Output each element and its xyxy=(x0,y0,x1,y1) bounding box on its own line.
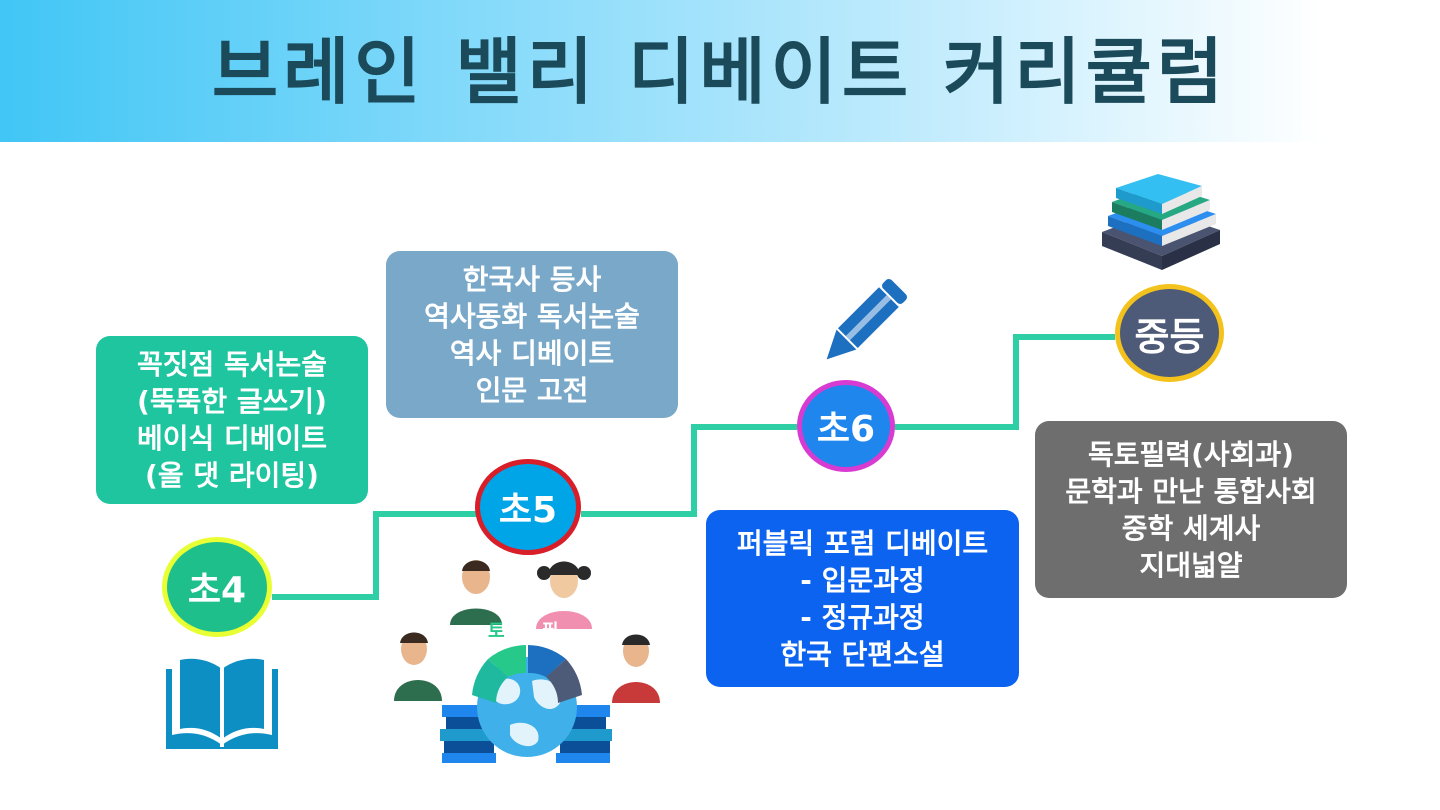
course-item: 한국사 등사 xyxy=(462,262,602,296)
student-figure xyxy=(450,560,502,625)
course-item: 퍼블릭 포럼 디베이트 xyxy=(736,526,989,560)
student-figure xyxy=(394,632,442,701)
stage-node-cho5: 초5 xyxy=(475,459,581,555)
stage-box-middle: 독토필력(사회과) 문학과 만난 통합사회 중학 세계사 지대넓얄 xyxy=(1035,421,1347,598)
course-item: (올 댓 라이팅) xyxy=(145,459,319,492)
wheel-segment xyxy=(488,645,526,677)
wheel-label: 력 xyxy=(578,667,595,688)
wheel-segment xyxy=(472,659,508,703)
stage-box-cho6: 퍼블릭 포럼 디베이트 - 입문과정 - 정규과정 한국 단편소설 xyxy=(706,510,1019,687)
stage-box-cho4: 꼭짓점 독서논술 (뚝뚝한 글쓰기) 베이식 디베이트 (올 댓 라이팅) xyxy=(96,336,368,504)
course-item: 중학 세계사 xyxy=(1121,511,1261,545)
stage-node-cho4: 초4 xyxy=(162,537,272,637)
course-item: 역사동화 독서논술 xyxy=(424,299,640,333)
pencil-icon xyxy=(826,278,908,360)
wheel-label: 필 xyxy=(542,621,559,642)
students-globe-icon: 독 토 필 력 xyxy=(394,560,660,763)
student-figure xyxy=(536,561,592,629)
wheel-segment xyxy=(528,645,566,677)
course-item: 베이식 디베이트 xyxy=(136,422,328,455)
course-item: - 정규과정 xyxy=(800,600,925,634)
course-item: (뚝뚝한 글쓰기) xyxy=(137,385,327,418)
stage-node-cho6: 초6 xyxy=(797,380,895,472)
page-title: 브레인 밸리 디베이트 커리큘럼 xyxy=(211,30,1229,114)
open-book-icon xyxy=(166,651,278,749)
wheel-label: 토 xyxy=(488,621,505,642)
course-item: 문학과 만난 통합사회 xyxy=(1065,474,1317,508)
title-banner xyxy=(0,0,1440,142)
book-stack-icon xyxy=(1102,174,1220,270)
course-item: 한국 단편소설 xyxy=(780,637,945,671)
student-figure xyxy=(612,634,660,703)
wheel-label: 독 xyxy=(458,661,475,682)
stage-node-middle: 중등 xyxy=(1115,284,1224,382)
wheel-segment xyxy=(546,659,582,703)
course-item: - 입문과정 xyxy=(800,563,925,597)
stage-box-cho5: 한국사 등사 역사동화 독서논술 역사 디베이트 인문 고전 xyxy=(386,251,678,418)
course-item: 독토필력(사회과) xyxy=(1088,437,1294,471)
course-item: 역사 디베이트 xyxy=(449,336,615,370)
course-item: 인문 고전 xyxy=(475,373,589,407)
course-item: 지대넓얄 xyxy=(1139,548,1243,582)
course-item: 꼭짓점 독서논술 xyxy=(136,348,328,381)
